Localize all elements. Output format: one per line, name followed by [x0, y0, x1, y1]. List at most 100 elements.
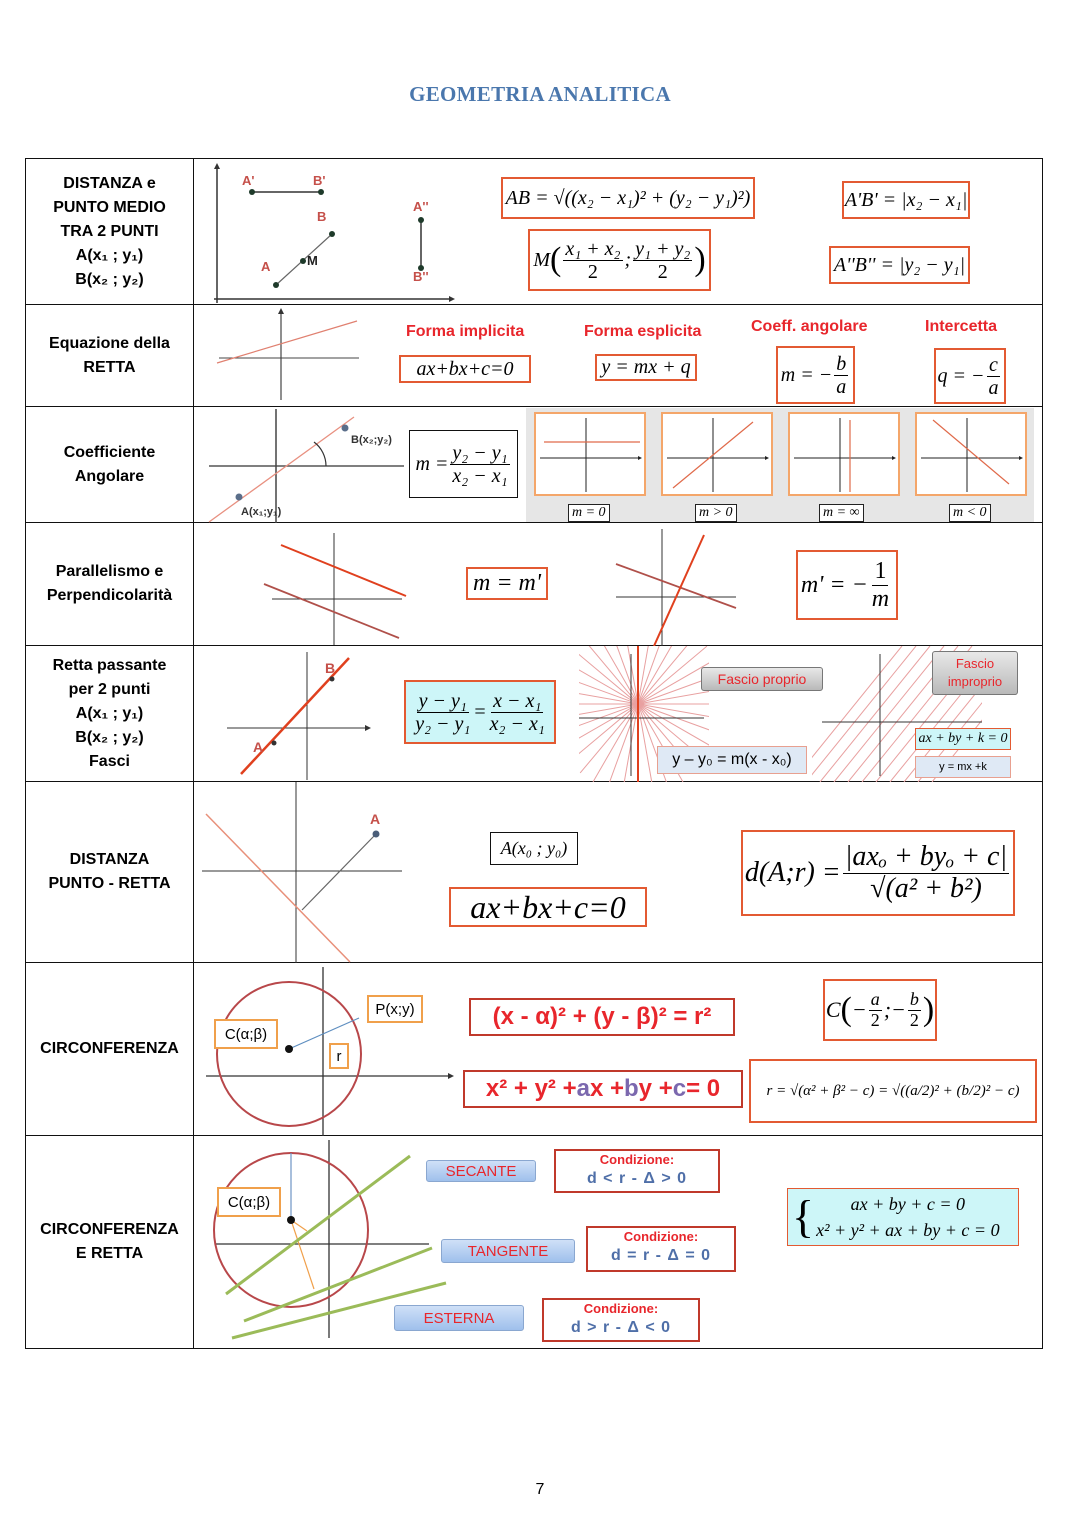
improper-pencil-label: Fascio improprio	[932, 651, 1018, 695]
line-ab	[208, 416, 355, 523]
point-b2	[418, 265, 424, 271]
label-line: Retta passante	[52, 656, 167, 674]
row-slope: Coefficiente Angolare B(x₂;y₂) A(x₁;y₁) …	[25, 406, 1043, 523]
line-r	[205, 813, 351, 963]
circle-line-diagram	[213, 1140, 447, 1340]
row-content: Forma implicita Forma esplicita Coeff. a…	[193, 304, 1043, 407]
point-line-diagram: A	[202, 782, 402, 963]
slope-num: b	[834, 352, 849, 376]
line-1	[280, 544, 407, 597]
point-coordinates: A(x₀ ; y₀)	[490, 832, 578, 865]
distance-diagram: A' B' B A M A'' B''	[214, 163, 455, 303]
label-line: per 2 punti	[68, 680, 151, 698]
label-line: RETTA	[83, 358, 136, 376]
angle-arc	[313, 441, 327, 467]
circle-diagram	[206, 967, 454, 1136]
y-axis-arrow	[278, 308, 284, 314]
distance-lhs: d(A;r) =	[744, 857, 841, 888]
point-a	[273, 282, 279, 288]
tangent-condition: Condizione: d = r - Δ = 0	[586, 1226, 736, 1272]
system-line-equation: ax + by + c = 0	[850, 1194, 966, 1214]
label-line: Perpendicolarità	[46, 587, 173, 604]
parallel-formula: m = m'	[466, 567, 548, 600]
parallel-pencil-line	[812, 646, 903, 759]
center-den: 2	[909, 1009, 919, 1030]
label-b: B	[325, 660, 335, 676]
eq-part: x² + y² +	[485, 1075, 577, 1102]
label-a2: A''	[413, 199, 429, 214]
formula-rhs: √((x₂ − x₁)² + (y₂ − y₁)²)	[553, 186, 751, 209]
condition-value: d < r - Δ > 0	[586, 1170, 688, 1187]
point-b1	[318, 189, 324, 195]
center-b: b	[907, 988, 921, 1011]
parallel-diagram	[263, 533, 407, 645]
row-label: CIRCONFERENZA	[25, 962, 194, 1136]
intercept-num: c	[987, 353, 1000, 377]
center-lhs: C	[825, 997, 841, 1022]
label-b2: B''	[413, 269, 429, 284]
explicit-formula: y = mx + q	[595, 354, 697, 381]
x-axis-arrow	[449, 296, 455, 302]
label-line: A(x₁ ; y₁)	[75, 704, 144, 722]
point-a2	[418, 217, 424, 223]
row-parallel-perpendicular: Parallelismo e Perpendicolarità m = m' m…	[25, 522, 1043, 646]
line-2	[653, 534, 705, 646]
external-condition: Condizione: d > r - Δ < 0	[542, 1298, 700, 1342]
label-line: CIRCONFERENZA	[40, 1221, 179, 1238]
row-line-equation: Equazione della RETTA Forma implicita Fo…	[25, 304, 1043, 407]
condition-title: Condizione:	[599, 1152, 675, 1167]
center-point	[285, 1045, 293, 1053]
label-a: A	[261, 259, 271, 274]
case-label-positive: m > 0	[695, 504, 737, 522]
label-line: PUNTO - RETTA	[48, 875, 171, 892]
label-b: B	[317, 209, 326, 224]
label-a: A	[370, 811, 380, 827]
case-positive	[661, 412, 773, 496]
label-line: Equazione della	[49, 334, 170, 352]
point-b	[341, 424, 349, 432]
external-line	[231, 1281, 447, 1340]
header-implicit-form: Forma implicita	[406, 323, 525, 340]
y-axis-arrow	[214, 163, 220, 169]
row-label: Retta passante per 2 punti A(x₁ ; y₁) B(…	[25, 645, 194, 782]
proper-pencil-label: Fascio proprio	[701, 667, 823, 691]
line-1	[615, 563, 737, 609]
condition-value: d > r - Δ < 0	[570, 1319, 672, 1336]
point-m	[300, 258, 306, 264]
point-a	[372, 830, 380, 838]
parallel-pencil-line	[819, 646, 931, 782]
coef-b: b	[624, 1075, 639, 1102]
label-a: A(x₁;y₁)	[241, 506, 282, 518]
case-zero-diagram	[540, 418, 642, 492]
system-circle-equation: x² + y² + ax + by + c = 0	[816, 1220, 1000, 1240]
parallel-pencil-line	[833, 646, 945, 782]
case-label-infinite: m = ∞	[819, 504, 864, 522]
distance-segment-tangent	[290, 1219, 315, 1290]
line-decreasing	[932, 419, 1010, 485]
circle-canonical-equation: (x - α)² + (y - β)² = r²	[469, 998, 735, 1036]
intercept-lhs: q = −	[937, 364, 985, 387]
condition-title: Condizione:	[623, 1229, 699, 1244]
page-number: 7	[535, 1481, 545, 1498]
label-b1: B'	[313, 173, 325, 188]
center-a: a	[868, 988, 882, 1011]
label-line: DISTANZA e	[63, 174, 156, 192]
eq-part: x +	[589, 1075, 624, 1102]
line-equation: ax+bx+c=0	[449, 887, 647, 927]
label-line: TRA 2 PUNTI	[60, 222, 159, 240]
implicit-formula: ax+bx+c=0	[399, 355, 531, 383]
distance-num: |axₒ + byₒ + c|	[842, 840, 1010, 874]
circle	[216, 981, 362, 1127]
label-line: A(x₁ ; y₁)	[75, 246, 144, 264]
radius-label: r	[329, 1043, 349, 1069]
two-points-diagram: B A	[227, 652, 371, 780]
row-circle: CIRCONFERENZA C(α;β) P(x;y) r (x - α)² +…	[25, 962, 1043, 1136]
